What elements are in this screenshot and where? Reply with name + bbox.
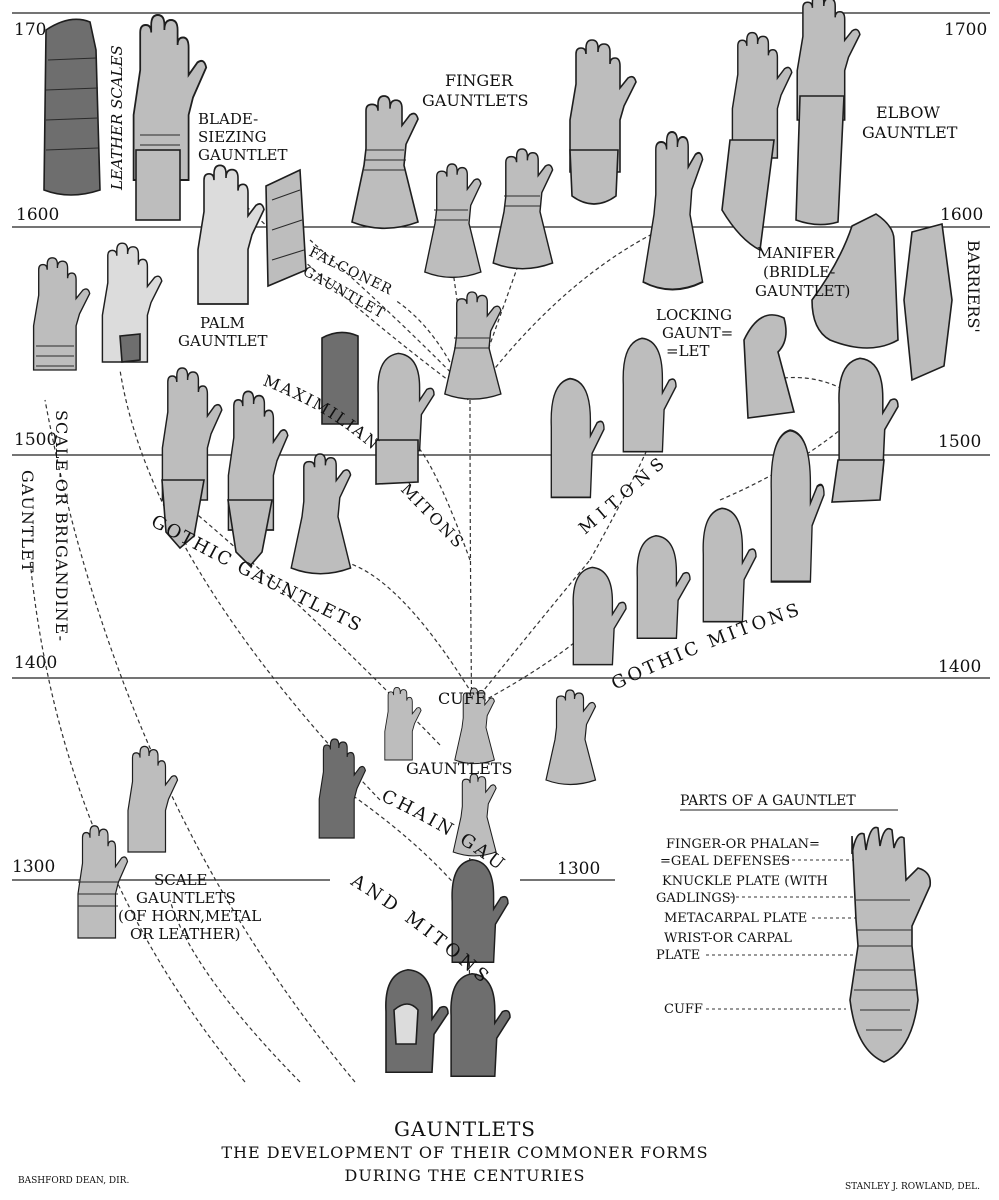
barriers-gauntlet-figure — [904, 224, 952, 380]
gothic-gauntlet-figure-2 — [228, 391, 288, 566]
leather-scales-gauntlet-figure — [44, 19, 100, 195]
label-manifer-1: MANIFER — [757, 244, 836, 262]
gothic-miton-figure-3 — [703, 508, 756, 621]
caption-director: BASHFORD DEAN, DIR. — [18, 1176, 129, 1186]
label-cuff-gauntlets: GAUNTLETS — [406, 759, 512, 778]
label-finger-gauntlets-2: GAUNTLETS — [422, 91, 528, 110]
label-blade-siezing-1: BLADE- — [198, 110, 258, 128]
label-elbow-gauntlet-1: ELBOW — [876, 103, 940, 122]
blade-siezing-gauntlet-figure — [134, 15, 207, 220]
century-1400-right: 1400 — [938, 657, 981, 677]
finger-gauntlet-figure-4 — [570, 40, 636, 204]
finger-gauntlet-figure-5 — [643, 132, 702, 290]
part-knuckle-2: GADLINGS) — [656, 891, 736, 906]
part-finger-1: FINGER-OR PHALAN= — [666, 837, 820, 852]
label-finger-gauntlets-1: FINGER — [445, 71, 514, 90]
label-locking-1: LOCKING — [656, 306, 732, 324]
maximilian-miton-figure-2 — [376, 353, 434, 484]
part-wrist-1: WRIST-OR CARPAL — [664, 931, 792, 946]
gothic-gauntlet-figure-3 — [291, 454, 350, 574]
label-manifer-3: GAUNTLET) — [755, 282, 850, 300]
caption-title: GAUNTLETS — [394, 1117, 536, 1141]
century-1600-left: 1600 — [16, 205, 59, 225]
label-cuff: CUFF — [438, 689, 486, 708]
caption-line-2: DURING THE CENTURIES — [344, 1166, 585, 1185]
century-1600-right: 1600 — [940, 205, 983, 225]
label-leather-scales: LEATHER SCALES — [108, 45, 126, 191]
century-1500-right: 1500 — [938, 432, 981, 452]
label-scale-brigandine-2: GAUNTLET — [18, 470, 37, 573]
finger-gauntlet-stem-figure — [445, 292, 501, 399]
parts-heading: PARTS OF A GAUNTLET — [680, 793, 856, 809]
century-1400-left: 1400 — [14, 653, 57, 673]
label-palm-gauntlet-2: GAUNTLET — [178, 332, 268, 350]
miton-figure-right — [832, 358, 898, 502]
chain-gauntlet-figure-1 — [319, 739, 365, 838]
chain-miton-figure-3 — [451, 974, 510, 1077]
part-metacarpal: METACARPAL PLATE — [664, 911, 807, 926]
century-1700-right: 1700 — [944, 20, 987, 40]
label-locking-2: GAUNT= — [662, 324, 733, 342]
part-wrist-2: PLATE — [656, 948, 700, 963]
label-scale-gauntlets-1: SCALE — [154, 871, 208, 889]
chain-miton-figure-2 — [386, 970, 448, 1073]
century-1300-mid: 1300 — [557, 859, 600, 879]
finger-gauntlet-figure-3 — [493, 149, 552, 269]
label-scale-gauntlets-4: OR LEATHER) — [130, 925, 240, 943]
part-finger-2: =GEAL DEFENSES — [660, 854, 790, 869]
locking-gauntlet-figure — [744, 315, 794, 418]
caption-line-1: THE DEVELOPMENT OF THEIR COMMONER FORMS — [221, 1143, 708, 1162]
gothic-miton-figure-4 — [771, 430, 824, 581]
gothic-miton-figure-1 — [573, 567, 626, 664]
century-1300-left: 1300 — [12, 857, 55, 877]
label-scale-brigandine-1: SCALE-OR BRIGANDINE- — [52, 410, 71, 642]
gothic-miton-figure-2 — [637, 536, 690, 639]
scale-or-brigandine-gauntlet-figure — [34, 258, 90, 370]
manifer-figure — [812, 214, 898, 348]
finger-gauntlet-figure-6 — [722, 33, 792, 250]
label-palm-gauntlet-1: PALM — [200, 314, 245, 332]
label-elbow-gauntlet-2: GAUNTLET — [862, 123, 958, 142]
falconers-gauntlet-figure — [266, 170, 306, 286]
palm-gauntlet-figure — [198, 165, 264, 304]
parts-diagram-gauntlet — [850, 827, 930, 1062]
part-knuckle-1: KNUCKLE PLATE (WITH — [662, 874, 828, 889]
cuff-gauntlet-figure-1 — [385, 687, 421, 760]
leather-gauntlet-figure — [102, 243, 161, 362]
label-maximilian-mitons: MITONS — [397, 480, 469, 553]
finger-gauntlet-figure-2 — [425, 164, 481, 277]
label-locking-3: =LET — [666, 342, 709, 360]
elbow-gauntlet-figure — [796, 0, 860, 225]
label-manifer-2: (BRIDLE- — [763, 263, 835, 281]
parts-of-gauntlet-panel: PARTS OF A GAUNTLET FINGER-OR PHALAN= =G… — [656, 793, 930, 1062]
label-blade-siezing-2: SIEZING — [198, 128, 267, 146]
caption-artist: STANLEY J. ROWLAND, DEL. — [845, 1182, 980, 1192]
label-blade-siezing-3: GAUNTLET — [198, 146, 288, 164]
century-1500-left: 1500 — [14, 430, 57, 450]
label-scale-gauntlets-2: GAUNTLETS — [136, 889, 236, 907]
label-scale-gauntlets-3: (OF HORN,METAL — [118, 907, 261, 925]
century-1700-left: 170 — [14, 20, 46, 40]
part-cuff: CUFF — [664, 1002, 703, 1017]
label-barriers: BARRIERS' — [964, 240, 983, 333]
finger-gauntlet-figure-1 — [352, 96, 418, 228]
cuff-gauntlet-figure-3 — [546, 690, 596, 785]
scale-gauntlet-figure-1 — [128, 746, 178, 852]
caption: GAUNTLETS THE DEVELOPMENT OF THEIR COMMO… — [18, 1117, 980, 1192]
miton-figure-1 — [551, 379, 604, 498]
